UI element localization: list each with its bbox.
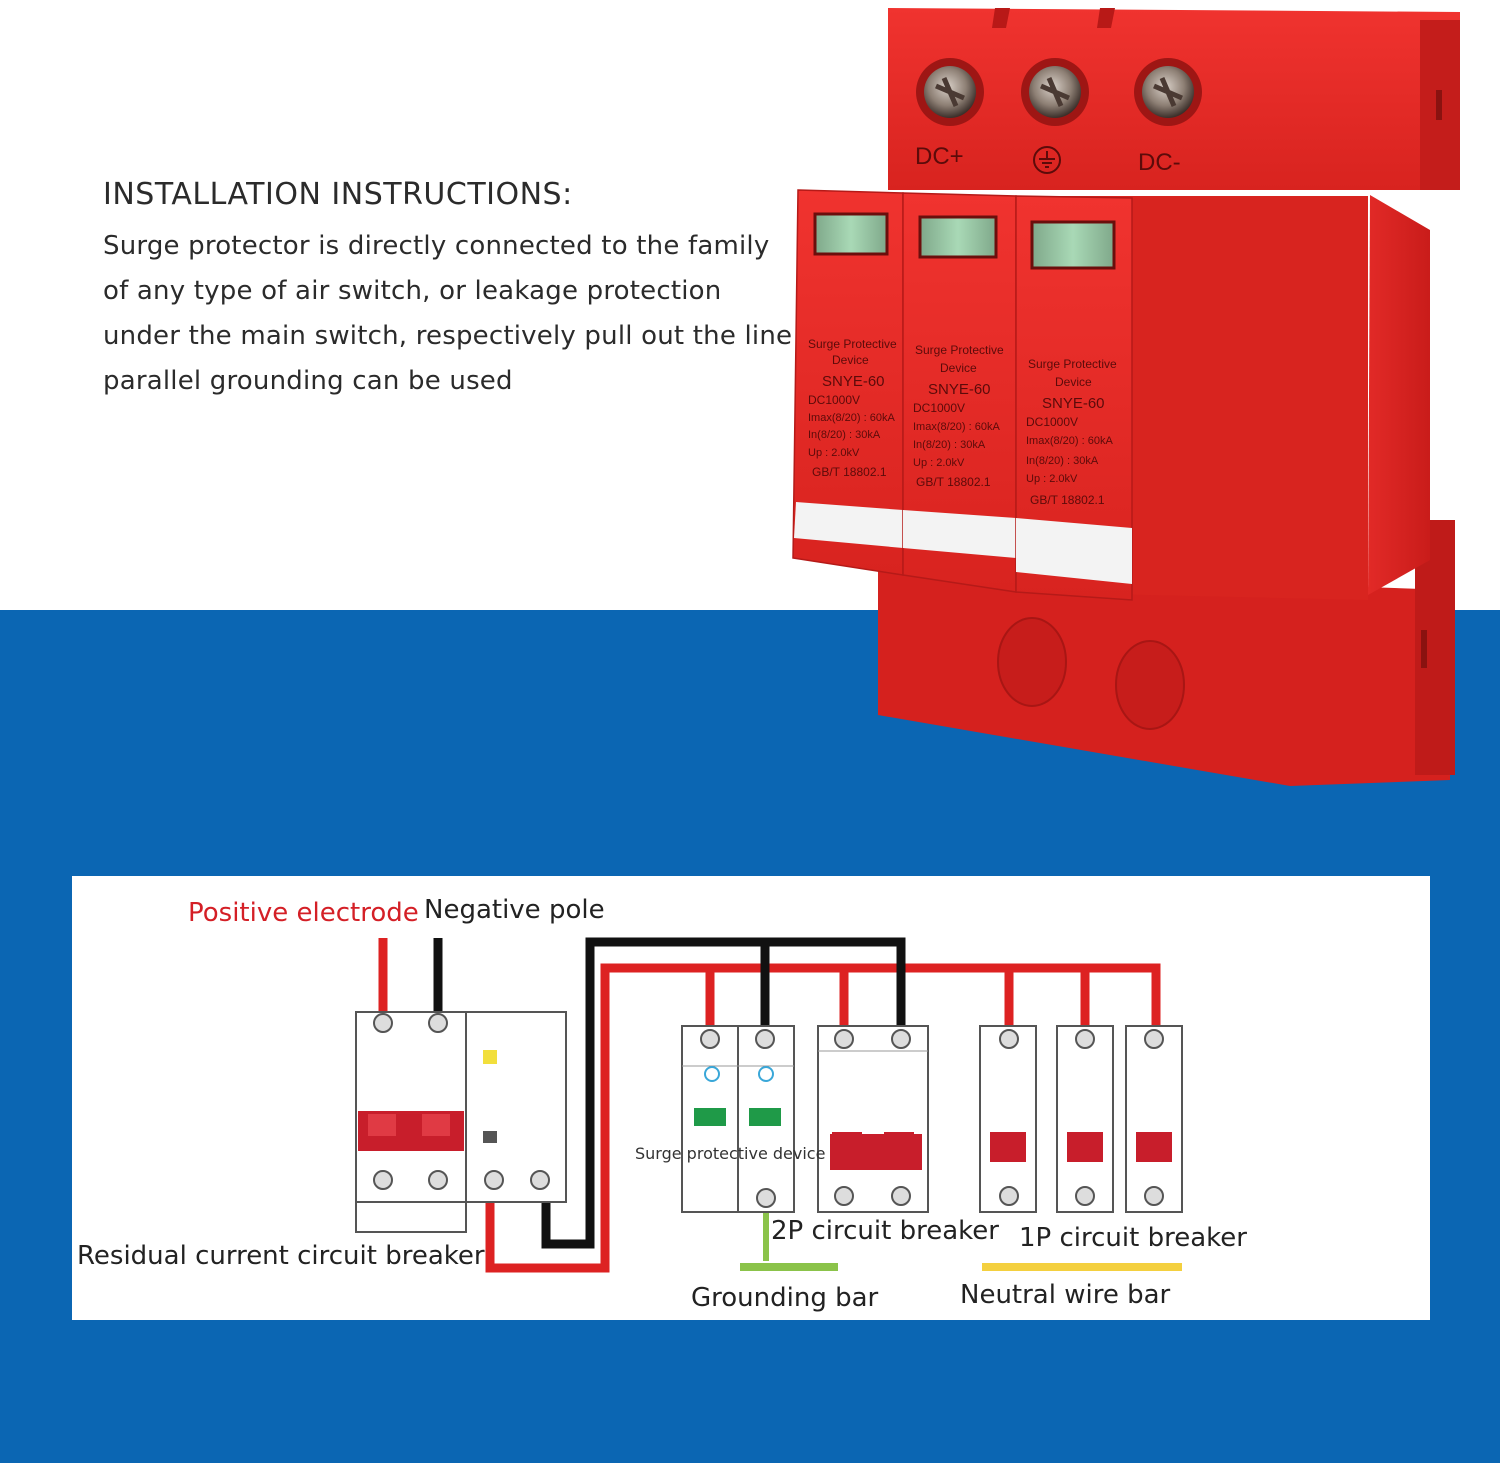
- installation-instructions: INSTALLATION INSTRUCTIONS: Surge protect…: [103, 176, 793, 404]
- surge-protector-product: DC+ DC-: [770, 0, 1500, 790]
- breaker-1p-1: [979, 1025, 1037, 1213]
- spd-module-2: [902, 192, 1017, 593]
- breaker-2p: [817, 1025, 929, 1213]
- module-1-line1: Surge Protective: [808, 337, 897, 351]
- module-1-up: Up : 2.0kV: [808, 447, 860, 459]
- module-1-standard: GB/T 18802.1: [812, 465, 887, 479]
- breaker-1p-3: [1125, 1025, 1183, 1213]
- module-1-model: SNYE-60: [822, 373, 885, 390]
- module-1-imax: Imax(8/20) : 60kA: [808, 412, 895, 424]
- instructions-title: INSTALLATION INSTRUCTIONS:: [103, 177, 573, 212]
- module-3-up: Up : 2.0kV: [1026, 473, 1078, 485]
- module-3-line1: Surge Protective: [1028, 357, 1117, 371]
- module-2-in: In(8/20) : 30kA: [913, 439, 986, 451]
- breaker-1p-2: [1056, 1025, 1114, 1213]
- wiring-diagram: Positive electrode Negative pole Residua…: [72, 876, 1430, 1320]
- rccb-breaker: [355, 1011, 567, 1233]
- module-1-voltage: DC1000V: [808, 393, 860, 407]
- module-1-line2: Device: [832, 353, 869, 367]
- instructions-body: Surge protector is directly connected to…: [103, 231, 793, 396]
- module-2-standard: GB/T 18802.1: [916, 475, 991, 489]
- module-2-line1: Surge Protective: [915, 343, 1004, 357]
- ground-icon: [1033, 146, 1061, 174]
- module-3-voltage: DC1000V: [1026, 415, 1078, 429]
- label-negative-pole: Negative pole: [424, 895, 605, 925]
- module-3-model: SNYE-60: [1042, 395, 1105, 412]
- spd-module-1-text: Surge Protective Device SNYE-60 DC1000V …: [808, 337, 897, 479]
- module-3-in: In(8/20) : 30kA: [1026, 455, 1099, 467]
- spd-module-3: [1015, 195, 1368, 601]
- module-2-imax: Imax(8/20) : 60kA: [913, 421, 1000, 433]
- module-3-standard: GB/T 18802.1: [1030, 493, 1105, 507]
- terminal-label-dc-plus: DC+: [915, 143, 964, 170]
- label-neutral-wire-bar: Neutral wire bar: [960, 1280, 1171, 1310]
- label-positive-electrode: Positive electrode: [188, 898, 419, 928]
- module-3-imax: Imax(8/20) : 60kA: [1026, 435, 1113, 447]
- neutral-wire-bar: [982, 1263, 1182, 1271]
- spd-module-3-text: Surge Protective Device SNYE-60 DC1000V …: [1026, 357, 1117, 507]
- spd-module-2-text: Surge Protective Device SNYE-60 DC1000V …: [913, 343, 1004, 489]
- module-2-voltage: DC1000V: [913, 401, 965, 415]
- red-bus-wire: [485, 963, 1161, 1273]
- spd-device: [681, 1025, 795, 1213]
- terminal-label-dc-minus: DC-: [1138, 149, 1181, 176]
- black-bus-wire: [541, 937, 906, 1249]
- module-2-line2: Device: [940, 361, 977, 375]
- module-2-model: SNYE-60: [928, 381, 991, 398]
- wiring-diagram-drawing: [355, 937, 1183, 1273]
- label-2p-breaker: 2P circuit breaker: [771, 1216, 999, 1246]
- label-grounding-bar: Grounding bar: [691, 1283, 879, 1313]
- label-spd: Surge protective device: [635, 1144, 826, 1163]
- module-1-in: In(8/20) : 30kA: [808, 429, 881, 441]
- label-1p-breaker: 1P circuit breaker: [1019, 1223, 1247, 1253]
- grounding-bar: [740, 1263, 838, 1271]
- spd-module-1: [792, 189, 904, 576]
- module-3-line2: Device: [1055, 375, 1092, 389]
- label-rccb: Residual current circuit breaker: [77, 1241, 485, 1271]
- module-2-up: Up : 2.0kV: [913, 457, 965, 469]
- surge-protector-illustration: DC+ DC-: [792, 8, 1460, 786]
